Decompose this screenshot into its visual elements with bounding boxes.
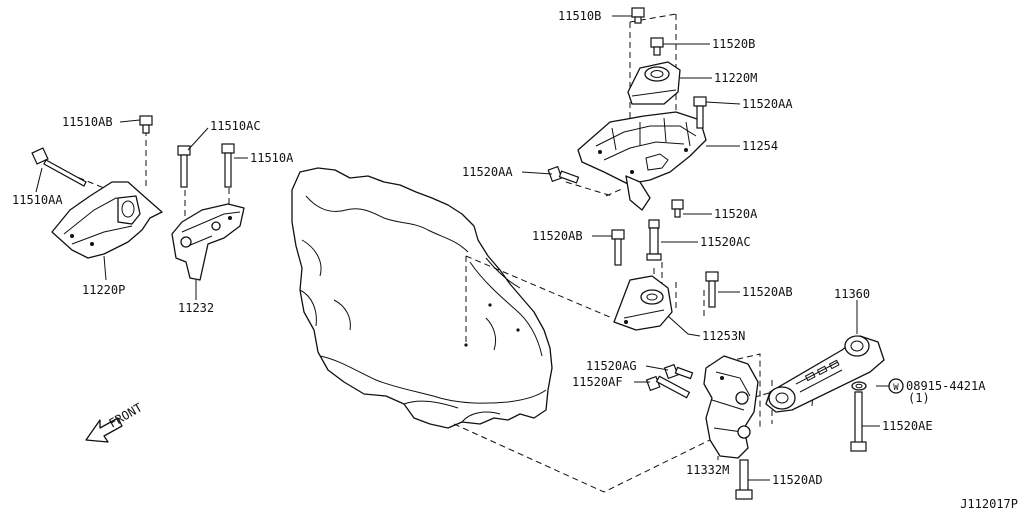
bolt-11510B bbox=[631, 7, 645, 24]
callout-11220M: 11220M bbox=[714, 71, 757, 85]
bolt-11520AD bbox=[735, 459, 753, 500]
callout-11360: 11360 bbox=[834, 287, 870, 301]
bolt-11510AA bbox=[31, 147, 87, 187]
mount-bracket-11232 bbox=[171, 203, 245, 281]
bolt-11520AA-lower bbox=[547, 165, 580, 184]
engine-mount-insulator-11220P bbox=[51, 181, 163, 259]
callout-11520A: 11520A bbox=[714, 207, 758, 221]
callout-11253N: 11253N bbox=[702, 329, 745, 343]
callout-11332M: 11332M bbox=[686, 463, 729, 477]
callout-labels: 11510B 11520B 11220M 11520AA 11254 11520… bbox=[12, 9, 1018, 511]
callout-11510AB: 11510AB bbox=[62, 115, 113, 129]
callout-11232: 11232 bbox=[178, 301, 214, 315]
bolt-11510AC bbox=[177, 145, 191, 188]
callout-11520AE: 11520AE bbox=[882, 419, 933, 433]
engine-mounting-bracket-11254 bbox=[577, 111, 707, 211]
callout-11520B: 11520B bbox=[712, 37, 755, 51]
rear-bracket-11253N bbox=[613, 275, 673, 331]
bolt-11520A bbox=[671, 199, 684, 218]
stud-11520AC bbox=[646, 219, 662, 261]
bolt-11520AB-right bbox=[705, 271, 719, 308]
engine-block bbox=[291, 167, 553, 429]
callout-11520AC: 11520AC bbox=[700, 235, 751, 249]
callout-11510B: 11510B bbox=[558, 9, 601, 23]
leader-lines bbox=[35, 15, 896, 481]
callout-11510A: 11510A bbox=[250, 151, 294, 165]
rear-mount-bracket-11332M bbox=[703, 355, 759, 459]
diagram-id: J112017P bbox=[960, 497, 1018, 511]
bolt-11520AF bbox=[645, 375, 691, 399]
callout-11520AG: 11520AG bbox=[586, 359, 637, 373]
bolt-11520AA-upper bbox=[693, 96, 707, 129]
callout-11520AA-lower: 11520AA bbox=[462, 165, 513, 179]
front-direction-label: FRONT bbox=[107, 400, 145, 430]
bolt-11520AG bbox=[663, 363, 694, 380]
callout-11520AB-mid: 11520AB bbox=[532, 229, 583, 243]
torque-rod-11360 bbox=[765, 335, 885, 413]
bolt-11510AB bbox=[139, 115, 153, 134]
bolt-11520AE bbox=[850, 391, 867, 452]
washer-08915 bbox=[851, 381, 867, 391]
front-direction-arrow bbox=[85, 417, 123, 443]
callout-08915-4421A: 08915-4421A bbox=[906, 379, 986, 393]
callout-11510AC: 11510AC bbox=[210, 119, 261, 133]
callout-11220P: 11220P bbox=[82, 283, 125, 297]
washer-symbol-letter: W bbox=[893, 383, 899, 393]
callout-11510AA: 11510AA bbox=[12, 193, 63, 207]
callout-11520AF: 11520AF bbox=[572, 375, 623, 389]
washer-symbol: W bbox=[888, 378, 904, 394]
callout-11520AD: 11520AD bbox=[772, 473, 823, 487]
callout-08915-quantity: (1) bbox=[908, 391, 930, 405]
bolt-11520B bbox=[650, 37, 664, 56]
callout-11520AA-upper: 11520AA bbox=[742, 97, 793, 111]
bolt-11520AB-mid bbox=[611, 229, 625, 266]
upper-mount-insulator bbox=[627, 61, 681, 105]
callout-11520AB-right: 11520AB bbox=[742, 285, 793, 299]
callout-11254: 11254 bbox=[742, 139, 778, 153]
bolt-11510A bbox=[221, 143, 235, 188]
